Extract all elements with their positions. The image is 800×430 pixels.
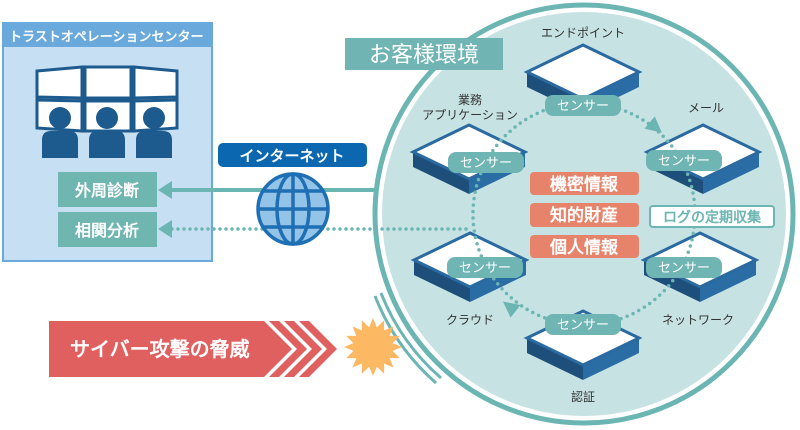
operator-icon [136, 107, 172, 158]
sensor-network[interactable]: センサー [646, 257, 722, 278]
monitor-wall-icon [35, 65, 179, 133]
asset-confidential: 機密情報 [530, 172, 639, 195]
soc-title: トラストオペレーションセンター [9, 30, 203, 45]
threat-label: サイバー攻撃の脅威 [70, 337, 250, 361]
sensor-mail[interactable]: センサー [646, 150, 722, 171]
environment-outer-ring [372, 2, 796, 426]
sensor-label: センサー [658, 261, 710, 276]
node-label-business: 業務 [458, 93, 482, 107]
soc-panel: トラストオペレーションセンター [2, 22, 213, 262]
asset-label: 知的財産 [549, 205, 618, 226]
service-label: 相関分析 [75, 221, 139, 240]
sensor-label: センサー [557, 318, 609, 333]
node-label-authentication: 認証 [571, 389, 595, 404]
node-label-endpoint: エンドポイント [541, 26, 625, 40]
chevron-right-icon [284, 321, 322, 377]
asset-label: 個人情報 [549, 237, 619, 258]
log-collection-badge: ログの定期収集 [649, 205, 775, 228]
sensor-cloud[interactable]: センサー [447, 257, 523, 278]
service-correlation-analysis[interactable]: 相関分析 [58, 212, 157, 247]
node-label-mail: メール [688, 101, 724, 115]
threat-banner: サイバー攻撃の脅威 [49, 321, 337, 377]
operator-icon [89, 107, 125, 158]
sensor-label: センサー [658, 154, 710, 169]
chevron-right-icon [269, 321, 307, 377]
log-collection-label: ログの定期収集 [663, 209, 762, 226]
customer-environment-title: お客様環境 [369, 43, 479, 68]
sensor-label: センサー [460, 156, 512, 171]
node-label-application: アプリケーション [422, 108, 518, 122]
arrow-left-icon [158, 181, 172, 199]
service-label: 外周診断 [74, 181, 139, 200]
node-label-cloud: クラウド [446, 313, 494, 327]
burst-icon [344, 318, 402, 376]
internet-label: インターネット [239, 147, 344, 165]
sensor-endpoint[interactable]: センサー [545, 95, 621, 116]
sensor-business-app[interactable]: センサー [448, 152, 524, 173]
arrow-left-icon [158, 220, 172, 238]
node-label-network: ネットワーク [662, 313, 734, 327]
internet-badge[interactable]: インターネット [218, 143, 367, 167]
sensor-label: センサー [459, 261, 511, 276]
sensor-authentication[interactable]: センサー [545, 314, 621, 335]
operator-icon [42, 107, 78, 158]
asset-label: 機密情報 [550, 174, 619, 195]
service-perimeter-diagnosis[interactable]: 外周診断 [58, 172, 157, 207]
asset-personal-info: 個人情報 [530, 235, 639, 258]
flow-arrow-icon [644, 116, 662, 133]
impact-arc [379, 292, 442, 380]
impact-arc [373, 295, 437, 385]
customer-environment-label: お客様環境 [345, 38, 503, 70]
sensor-label: センサー [557, 99, 609, 114]
soc-panel-header [3, 23, 212, 47]
chevron-right-icon [299, 321, 337, 377]
flow-arrow-icon [502, 301, 521, 318]
asset-intellectual-property: 知的財産 [530, 203, 639, 227]
globe-icon [256, 172, 330, 246]
threat-banner-body [49, 321, 292, 377]
